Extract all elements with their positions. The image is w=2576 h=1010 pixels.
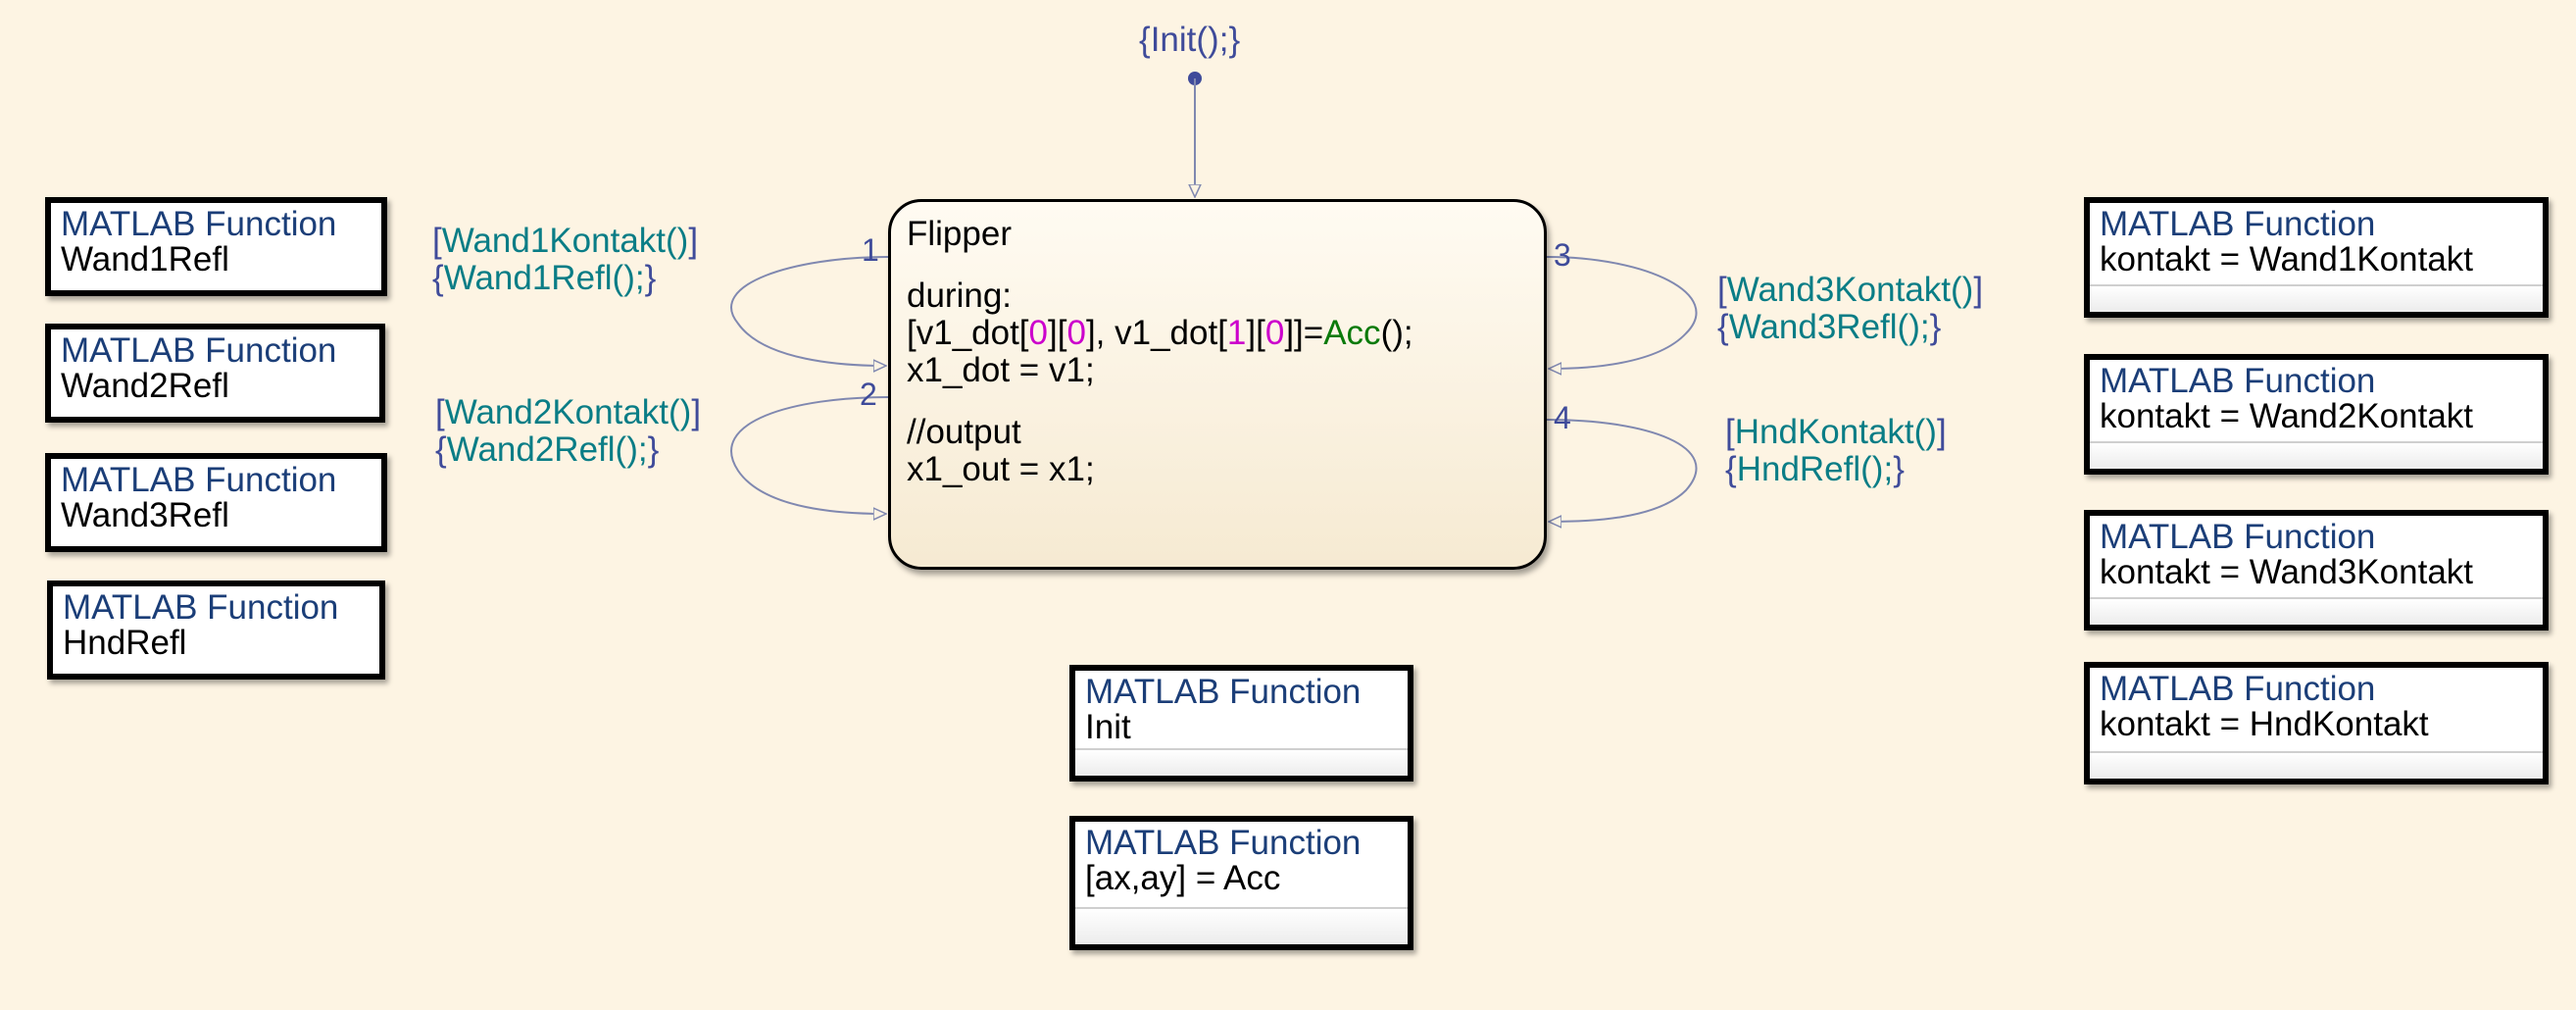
state-flipper[interactable]: Flipper during: [v1_dot[0][0], v1_dot[1]… [888, 199, 1547, 570]
function-hndrefl[interactable]: MATLAB Function HndRefl [47, 581, 385, 680]
open-brace: { [1725, 450, 1737, 488]
self-loop-2[interactable] [730, 396, 889, 514]
open-brace: { [1717, 308, 1729, 346]
close-bracket: ] [691, 393, 702, 431]
function-keyword: MATLAB Function [2100, 362, 2376, 400]
function-name: kontakt = Wand1Kontakt [2100, 240, 2474, 278]
transition-4-order: 4 [1554, 400, 1571, 435]
function-wand2kontakt[interactable]: MATLAB Function kontakt = Wand2Kontakt [2084, 354, 2549, 475]
function-tray [1075, 907, 1408, 944]
condition: Wand1Kontakt() [441, 222, 689, 260]
function-keyword: MATLAB Function [61, 205, 337, 243]
open-bracket: [ [435, 393, 445, 431]
function-tray [1075, 748, 1408, 776]
function-keyword: MATLAB Function [61, 461, 337, 499]
transition-2-order: 2 [860, 377, 877, 412]
function-name: kontakt = Wand3Kontakt [2100, 553, 2474, 591]
action: Wand1Refl(); [443, 259, 645, 297]
close-brace: ();} [1196, 21, 1241, 59]
default-transition-label[interactable]: {Init();} [1139, 22, 1240, 59]
open-bracket: [ [1717, 271, 1727, 309]
function-wand1refl[interactable]: MATLAB Function Wand1Refl [45, 197, 387, 296]
function-wand3refl[interactable]: MATLAB Function Wand3Refl [45, 453, 387, 552]
default-action: Init [1150, 21, 1197, 59]
function-name: Wand3Refl [61, 496, 229, 534]
during-keyword: during: [907, 277, 1013, 315]
open-brace: { [435, 430, 447, 469]
during-line-2: x1_dot = v1; [907, 351, 1095, 389]
function-keyword: MATLAB Function [1085, 824, 1362, 862]
transition-4-label[interactable]: [HndKontakt()] {HndRefl();} [1725, 413, 1947, 488]
function-keyword: MATLAB Function [2100, 670, 2376, 708]
function-name: Wand1Refl [61, 240, 229, 278]
transition-1-label[interactable]: [Wand1Kontakt()] {Wand1Refl();} [432, 222, 699, 297]
open-brace: { [432, 259, 444, 297]
during-line-1: [v1_dot[0][0], v1_dot[1][0]]=Acc(); [907, 314, 1413, 352]
transition-3-label[interactable]: [Wand3Kontakt()] {Wand3Refl();} [1717, 271, 1984, 346]
close-bracket: ] [1973, 271, 1984, 309]
function-init[interactable]: MATLAB Function Init [1069, 665, 1413, 782]
self-loop-3[interactable] [1546, 256, 1698, 369]
function-tray [2090, 597, 2543, 625]
open-bracket: [ [1725, 413, 1735, 451]
function-name: Init [1085, 708, 1131, 746]
self-loop-1[interactable] [730, 256, 889, 366]
action: Wand3Refl(); [1728, 308, 1930, 346]
transition-3-order: 3 [1554, 237, 1571, 273]
during-line-3: x1_out = x1; [907, 450, 1095, 488]
condition: HndKontakt() [1734, 413, 1937, 451]
function-tray [2090, 441, 2543, 469]
function-keyword: MATLAB Function [1085, 673, 1362, 711]
open-brace: { [1139, 21, 1151, 59]
transition-2-label[interactable]: [Wand2Kontakt()] {Wand2Refl();} [435, 393, 702, 469]
close-bracket: ] [688, 222, 699, 260]
function-keyword: MATLAB Function [63, 588, 339, 627]
function-wand2refl[interactable]: MATLAB Function Wand2Refl [45, 324, 385, 423]
function-keyword: MATLAB Function [61, 331, 337, 370]
state-name: Flipper [907, 215, 1012, 253]
action: HndRefl(); [1736, 450, 1894, 488]
function-hndkontakt[interactable]: MATLAB Function kontakt = HndKontakt [2084, 662, 2549, 784]
function-keyword: MATLAB Function [2100, 205, 2376, 243]
close-bracket: ] [1936, 413, 1947, 451]
function-wand3kontakt[interactable]: MATLAB Function kontakt = Wand3Kontakt [2084, 510, 2549, 631]
comment-line: //output [907, 413, 1021, 451]
self-loop-4[interactable] [1546, 419, 1698, 522]
function-name: [ax,ay] = Acc [1085, 859, 1281, 897]
action: Wand2Refl(); [446, 430, 648, 469]
open-bracket: [ [432, 222, 442, 260]
function-acc[interactable]: MATLAB Function [ax,ay] = Acc [1069, 816, 1413, 950]
function-keyword: MATLAB Function [2100, 518, 2376, 556]
condition: Wand2Kontakt() [444, 393, 692, 431]
transition-1-order: 1 [862, 232, 879, 268]
condition: Wand3Kontakt() [1726, 271, 1974, 309]
function-name: Wand2Refl [61, 367, 229, 405]
function-name: kontakt = HndKontakt [2100, 705, 2429, 743]
function-wand1kontakt[interactable]: MATLAB Function kontakt = Wand1Kontakt [2084, 197, 2549, 318]
function-tray [2090, 284, 2543, 312]
function-name: kontakt = Wand2Kontakt [2100, 397, 2474, 435]
function-name: HndRefl [63, 624, 187, 662]
function-tray [2090, 751, 2543, 779]
